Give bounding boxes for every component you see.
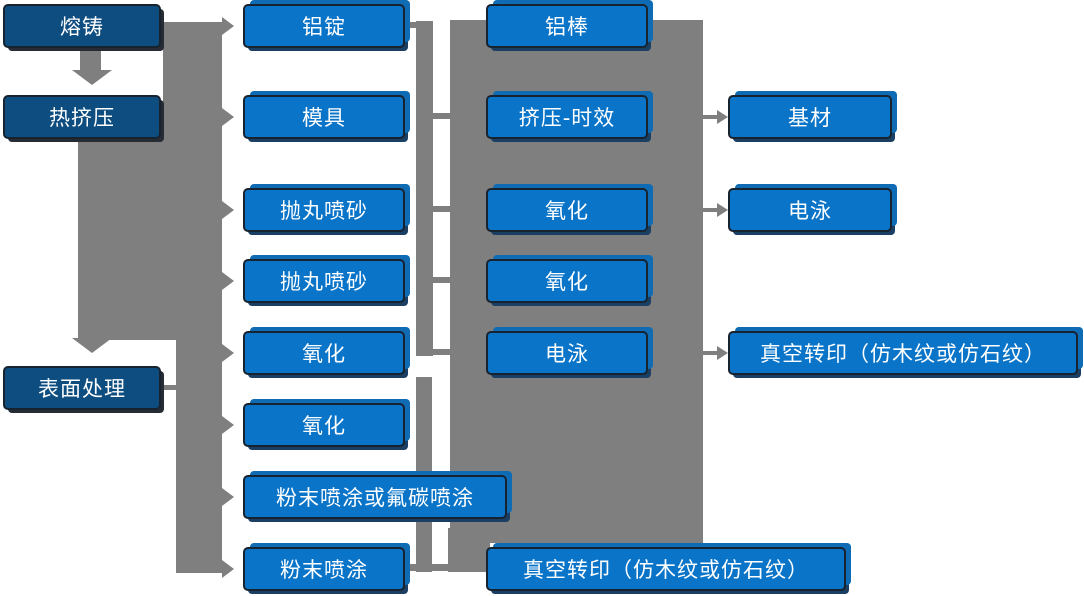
connector-band-lower-vertical — [176, 340, 222, 573]
connector-surface-treatment-tick — [160, 385, 178, 390]
arrow-to-vacuum-transfer-right-head — [717, 346, 728, 360]
arrow-to-electrophoresis-right-shaft — [703, 208, 717, 212]
node-melting: 熔铸 — [3, 4, 161, 48]
arrow-to-vacuum-transfer-right-shaft — [703, 351, 717, 355]
arrowhead-to-oxidation-mid-1 — [222, 344, 234, 362]
node-aluminum-ingot: 铝锭 — [243, 4, 405, 48]
arrowhead-to-shot-blast-2 — [222, 272, 234, 290]
node-electrophoresis-mid: 电泳 — [486, 331, 648, 375]
connector-tick-mold-row — [431, 113, 451, 119]
connector-panel-bottom-lobe — [448, 528, 490, 572]
arrowhead-to-hot-extrusion — [72, 70, 112, 85]
connector-tick-aluminum-ingot — [403, 22, 417, 28]
node-mold: 模具 — [243, 95, 405, 139]
arrow-to-base-material-shaft — [703, 115, 717, 119]
node-base-material: 基材 — [728, 95, 892, 139]
arrowhead-to-aluminum-ingot — [222, 17, 234, 35]
node-hot-extrusion: 热挤压 — [3, 95, 161, 139]
node-aluminum-rod: 铝棒 — [486, 4, 648, 48]
node-oxidation-right-2: 氧化 — [486, 259, 648, 303]
arrowhead-to-shot-blast-1 — [222, 201, 234, 219]
node-extrusion-aging: 挤压-时效 — [486, 95, 648, 139]
connector-melting-down-shaft — [80, 48, 101, 72]
node-electrophoresis-right: 电泳 — [728, 188, 892, 232]
node-oxidation-mid-1: 氧化 — [243, 331, 405, 375]
node-vacuum-transfer-bottom: 真空转印（仿木纹或仿石纹） — [486, 547, 846, 591]
node-surface-treatment: 表面处理 — [3, 366, 161, 410]
arrow-to-base-material-head — [717, 110, 728, 124]
connector-tick-oxidation-row-1 — [431, 206, 451, 212]
node-oxidation-right-1: 氧化 — [486, 188, 648, 232]
node-vacuum-transfer-right: 真空转印（仿木纹或仿石纹） — [728, 331, 1078, 375]
connector-tick-oxidation-row-2 — [431, 277, 451, 283]
arrow-to-electrophoresis-right-head — [717, 203, 728, 217]
node-shot-blast-2: 抛丸喷砂 — [243, 259, 405, 303]
node-powder-or-fluorocarbon: 粉末喷涂或氟碳喷涂 — [243, 475, 507, 519]
node-powder-coating: 粉末喷涂 — [243, 547, 405, 591]
arrowhead-to-oxidation-mid-2 — [222, 416, 234, 434]
connector-band-left-vertical — [163, 22, 222, 140]
connector-extrusion-junction-block — [78, 140, 222, 340]
connector-tick-vacuum-bottom — [430, 564, 450, 571]
arrowhead-to-powder-coating — [222, 560, 234, 578]
node-oxidation-mid-2: 氧化 — [243, 403, 405, 447]
connector-mid-bar-lower — [416, 377, 432, 572]
arrowhead-to-mold — [222, 108, 234, 126]
arrowhead-to-surface-treatment — [72, 338, 112, 353]
connector-tick-electrophoresis-row — [431, 349, 451, 355]
connector-tick-powder-coating — [403, 564, 417, 571]
node-shot-blast-1: 抛丸喷砂 — [243, 188, 405, 232]
arrowhead-to-powder-or-fluorocarbon — [222, 488, 234, 506]
connector-mid-bar-upper — [416, 21, 433, 356]
